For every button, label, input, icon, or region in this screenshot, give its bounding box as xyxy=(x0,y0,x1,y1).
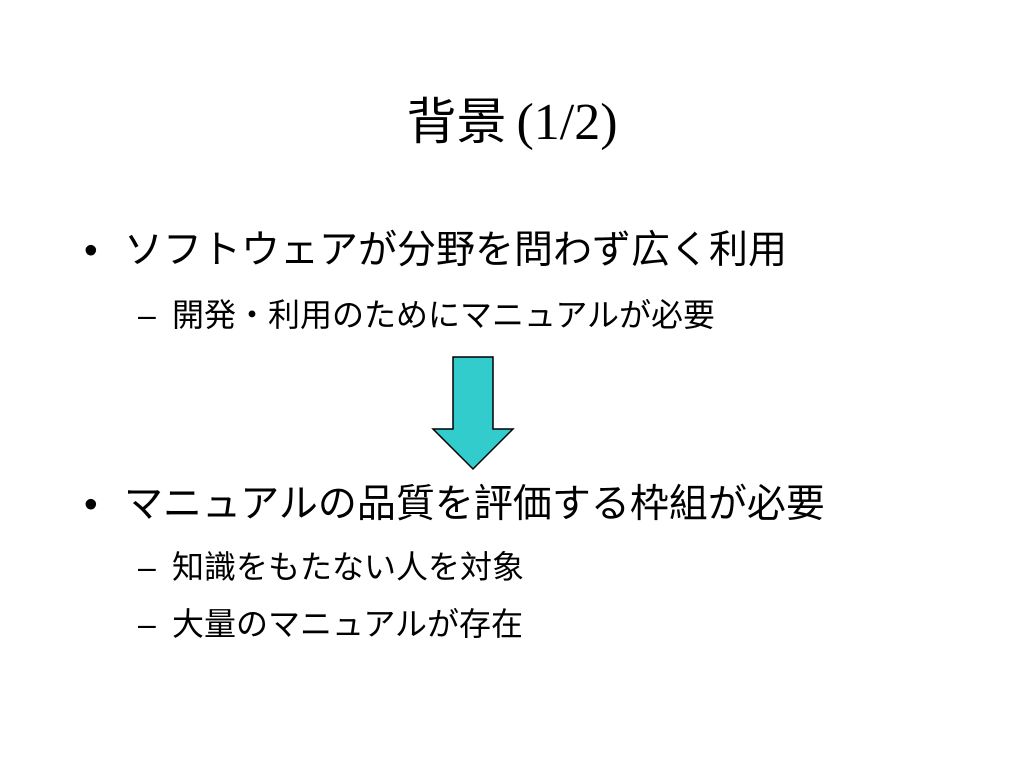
sub-bullet-text: 知識をもたない人を対象 xyxy=(172,548,525,586)
bullet-marker: • xyxy=(84,483,98,526)
sub-bullet-item: –開発・利用のためにマニュアルが必要 xyxy=(138,296,715,334)
bullet-item: • マニュアルの品質を評価する枠組が必要 xyxy=(84,482,825,529)
sub-bullet-marker: – xyxy=(138,297,156,333)
sub-bullet-item: –知識をもたない人を対象 xyxy=(138,548,524,586)
bullet-text: マニュアルの品質を評価する枠組が必要 xyxy=(124,482,825,527)
sub-bullet-marker: – xyxy=(138,549,156,585)
slide-title-text: 背景 xyxy=(406,93,507,151)
down-arrow-icon xyxy=(431,356,515,471)
slide-title-number: (1/2) xyxy=(516,94,618,151)
down-arrow-shape xyxy=(431,356,515,471)
sub-bullet-text: 開発・利用のためにマニュアルが必要 xyxy=(172,296,716,334)
bullet-text: ソフトウェアが分野を問わず広く利用 xyxy=(124,228,788,273)
sub-bullet-marker: – xyxy=(138,606,156,642)
bullet-item: • ソフトウェアが分野を問わず広く利用 xyxy=(84,228,787,275)
sub-bullet-text: 大量のマニュアルが存在 xyxy=(172,605,524,643)
bullet-marker: • xyxy=(84,229,98,272)
sub-bullet-item: –大量のマニュアルが存在 xyxy=(138,605,523,643)
slide-title: 背景(1/2) xyxy=(0,92,1024,154)
